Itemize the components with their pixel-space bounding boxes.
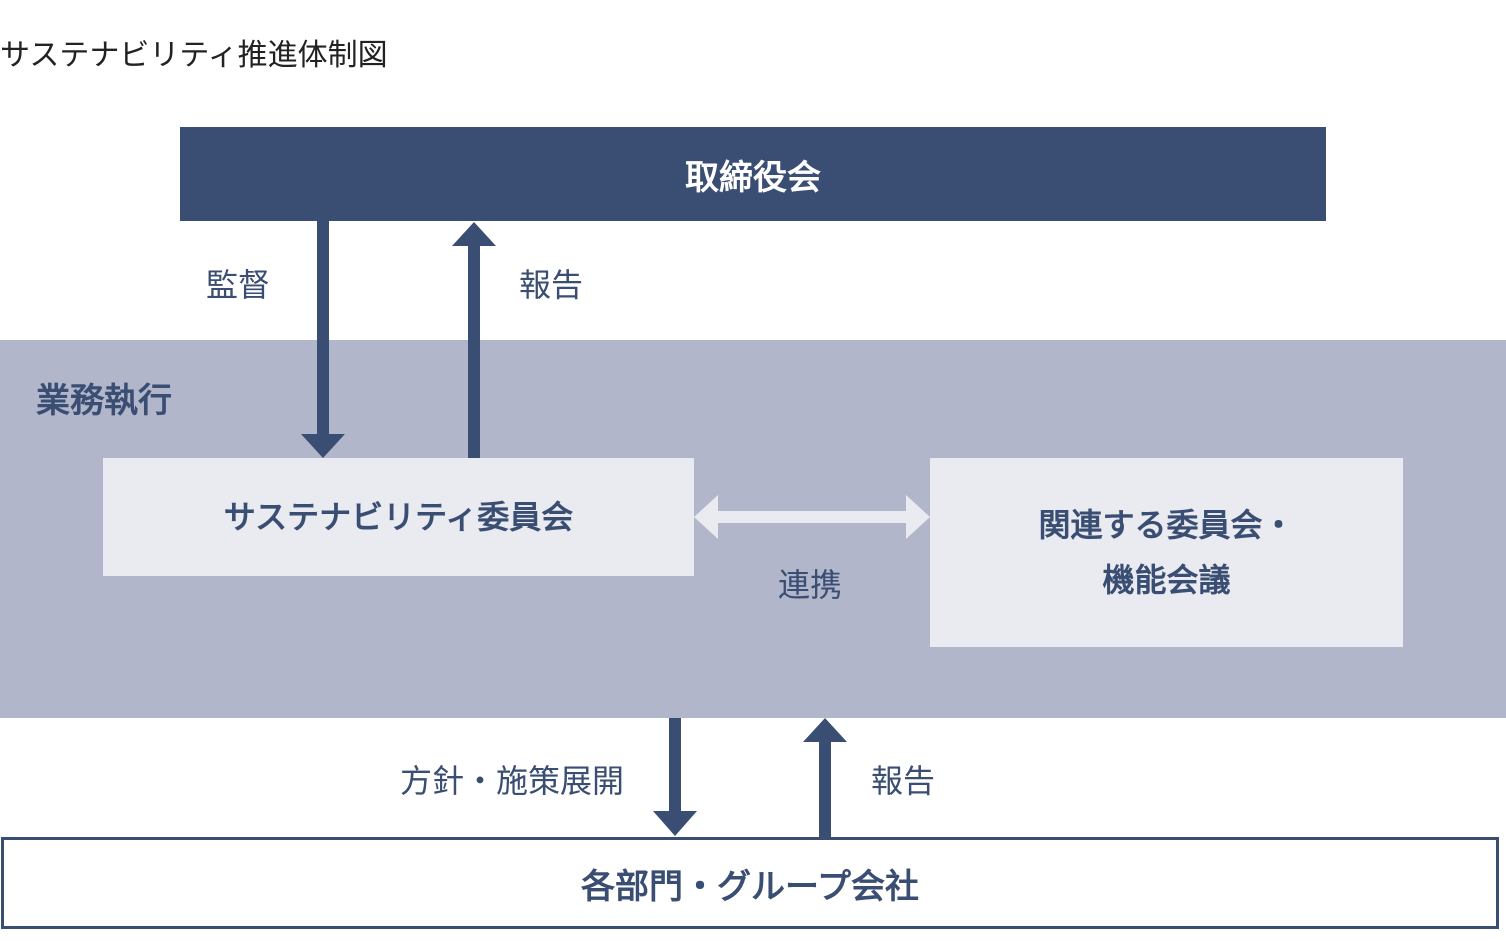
business-execution-label: 業務執行 <box>36 381 172 421</box>
sustainability-committee-box: サステナビリティ委員会 <box>103 458 694 576</box>
related-committees-box: 関連する委員会・ 機能会議 <box>930 458 1403 647</box>
departments-group-companies-box: 各部門・グループ会社 <box>1 837 1499 929</box>
supervision-arrow <box>301 221 345 458</box>
related-committees-line2: 機能会議 <box>1102 560 1231 599</box>
policy-deployment-label: 方針・施策展開 <box>400 762 625 800</box>
collaboration-double-arrow <box>694 495 930 539</box>
diagram-title: サステナビリティ推進体制図 <box>0 38 388 73</box>
supervision-label: 監督 <box>206 266 271 304</box>
policy-deployment-arrow <box>653 718 697 836</box>
board-label: 取締役会 <box>685 157 821 198</box>
report-label-top: 報告 <box>519 266 584 304</box>
report-arrow-top <box>452 222 496 458</box>
collaboration-label: 連携 <box>778 566 843 604</box>
departments-label: 各部門・グループ会社 <box>581 866 919 907</box>
report-arrow-bottom <box>803 718 847 837</box>
board-of-directors-box: 取締役会 <box>180 127 1326 221</box>
sustainability-committee-label: サステナビリティ委員会 <box>223 497 574 536</box>
related-committees-line1: 関連する委員会・ <box>1038 506 1295 545</box>
report-label-bottom: 報告 <box>871 762 936 800</box>
